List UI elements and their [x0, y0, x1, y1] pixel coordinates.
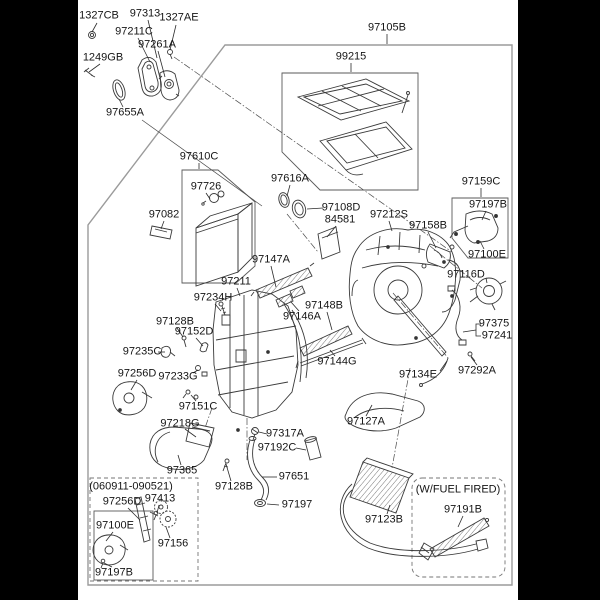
part-drawings [83, 31, 507, 569]
part-nut-1327cb [88, 31, 96, 39]
intake-callout-box [281, 72, 419, 191]
part-heater-core-97123b [339, 457, 489, 557]
part-evaporator-core [195, 190, 253, 287]
part-hose-97651 [247, 436, 270, 501]
part-plate-97261a [158, 70, 180, 101]
center-lines [141, 56, 483, 469]
part-bolt-97234h [218, 301, 227, 316]
part-ptc-97191b [418, 517, 490, 561]
part-seal-97616a [278, 192, 290, 208]
variant-callout-box [89, 477, 199, 582]
part-door-97148b [299, 325, 353, 357]
part-clamp-97317a [251, 427, 259, 441]
part-clip-97152d [199, 342, 209, 353]
part-gasket-97211c [137, 57, 162, 97]
part-screw-97292a [467, 351, 476, 362]
evaporator-callout-box [181, 169, 256, 284]
part-screw-97413 [153, 510, 159, 521]
part-heater-case [348, 228, 461, 346]
callout-boxes [89, 72, 509, 582]
diagram-paper [78, 0, 518, 600]
part-screw-1249gb [83, 67, 96, 78]
part-seal-97655a [112, 79, 126, 101]
part-strip [393, 295, 447, 357]
letterbox-right [518, 0, 600, 600]
part-lever-variant [134, 496, 152, 543]
part-cam-97156 [149, 500, 177, 528]
part-wire-97134e [419, 357, 449, 387]
variant-inner-box [93, 510, 154, 581]
part-left-case [212, 289, 308, 432]
part-actuator-97256d [112, 381, 153, 416]
part-pads-97146a [275, 285, 306, 308]
part-door-97147a [250, 262, 315, 299]
part-bracket-97082 [149, 225, 173, 240]
part-lever-97158b [421, 243, 455, 269]
part-screws-97151c [182, 389, 199, 400]
part-harness-97241 [447, 285, 467, 346]
part-seal-97108d [291, 199, 307, 219]
part-pad-84581 [317, 226, 341, 260]
part-actuator-97100e [449, 210, 499, 244]
part-screw-97128b [181, 335, 187, 348]
part-actuator-variant [92, 534, 129, 569]
part-intake-99215 [296, 78, 413, 176]
part-grommet-97192c [304, 436, 322, 461]
actuator-callout-box [451, 197, 509, 259]
letterbox-left [0, 0, 78, 600]
leader-lines [88, 19, 488, 568]
part-clip-97235c [160, 345, 176, 358]
part-cap-97197 [254, 499, 266, 507]
part-screw-97128b-2 [222, 458, 230, 472]
fuel-fired-callout-box [411, 477, 506, 578]
part-clips-97233g [195, 365, 208, 377]
part-tray-97127a [344, 392, 425, 432]
part-duct-97218g [149, 422, 215, 470]
part-bolt-1327ae [167, 49, 173, 60]
part-actuator-97116d [469, 277, 507, 311]
diagram-frame [87, 44, 513, 586]
